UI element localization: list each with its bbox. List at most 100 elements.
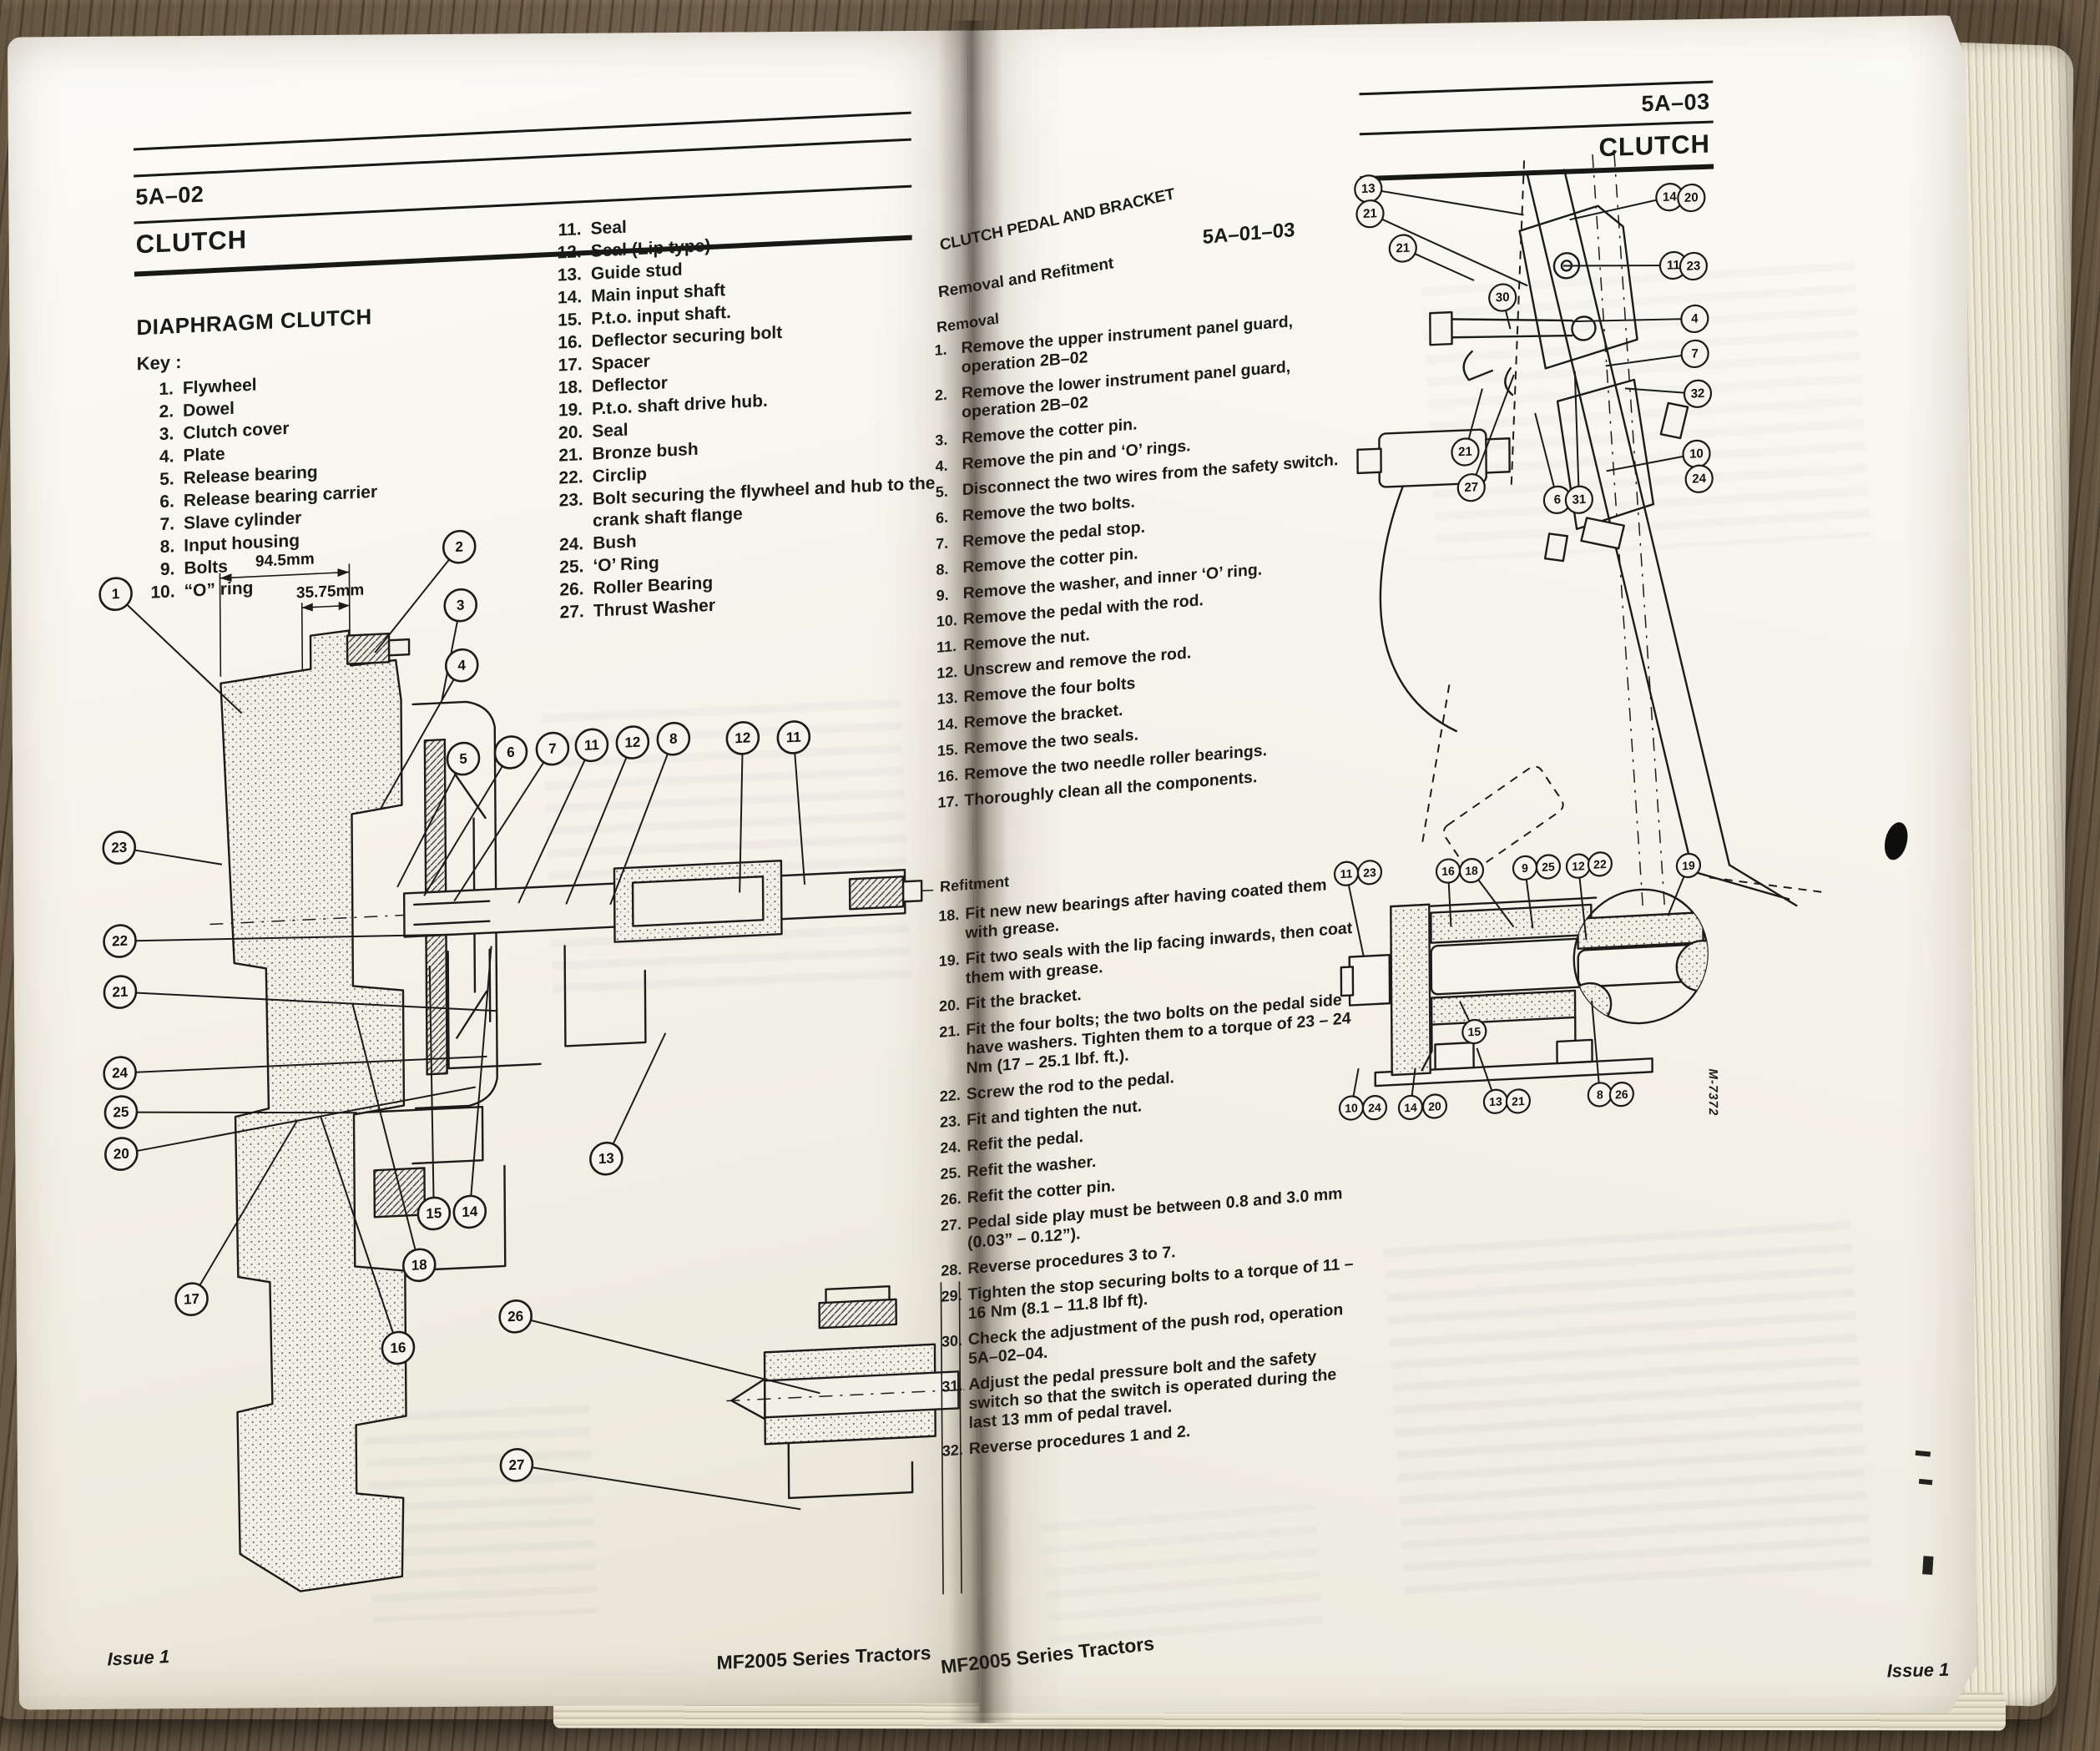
callout-8: 8: [1587, 1082, 1613, 1108]
svg-text:10: 10: [1345, 1101, 1358, 1115]
callout-21: 21: [1388, 234, 1417, 263]
svg-text:25: 25: [1542, 860, 1555, 874]
callout-4: 4: [444, 648, 479, 683]
svg-text:6: 6: [507, 744, 515, 760]
svg-text:31: 31: [1572, 492, 1586, 507]
svg-text:30: 30: [1496, 290, 1510, 305]
dimension-label: 35.75mm: [296, 582, 364, 603]
svg-text:19: 19: [1682, 859, 1695, 873]
item-number: 16.: [558, 332, 583, 353]
svg-text:26: 26: [507, 1308, 523, 1325]
callout-23: 23: [1356, 860, 1383, 886]
svg-text:17: 17: [184, 1291, 199, 1308]
callout-12: 12: [1565, 853, 1592, 879]
svg-text:21: 21: [112, 984, 128, 1001]
callout-16: 16: [1435, 858, 1461, 884]
left-page-content: 5A–02 CLUTCH DIAPHRAGM CLUTCH Key : 1.Fl…: [8, 0, 979, 1700]
callout-6: 6: [493, 735, 528, 770]
svg-text:12: 12: [1572, 859, 1585, 873]
callout-21: 21: [1451, 437, 1480, 467]
callout-23: 23: [1678, 251, 1709, 281]
item-number: 11.: [558, 220, 582, 240]
figure-reference-code: M-7372: [1705, 1068, 1720, 1117]
callout-2: 2: [442, 529, 477, 564]
svg-text:22: 22: [112, 933, 128, 950]
callout-17: 17: [174, 1282, 209, 1316]
svg-text:12: 12: [734, 729, 750, 746]
item-number: 15.: [558, 310, 583, 331]
callout-11: 11: [1333, 860, 1360, 886]
callout-13: 13: [589, 1141, 623, 1176]
svg-text:27: 27: [1464, 480, 1478, 495]
callout-18: 18: [1458, 858, 1485, 884]
svg-text:20: 20: [1684, 190, 1699, 205]
svg-text:16: 16: [390, 1340, 406, 1356]
svg-text:15: 15: [1467, 1025, 1481, 1039]
item-number: 3.: [159, 424, 174, 445]
callout-21: 21: [1505, 1088, 1532, 1114]
dimension-label: 94.5mm: [255, 550, 315, 570]
callout-23: 23: [102, 830, 137, 865]
svg-text:13: 13: [1361, 181, 1376, 196]
svg-text:4: 4: [457, 657, 466, 673]
callout-24: 24: [1361, 1095, 1388, 1121]
item-number: 6.: [159, 492, 174, 512]
svg-text:13: 13: [1489, 1094, 1502, 1108]
callout-13: 13: [1354, 174, 1383, 204]
svg-text:6: 6: [1554, 492, 1561, 507]
callout-7: 7: [535, 731, 570, 766]
callout-11: 11: [1658, 250, 1689, 280]
callout-18: 18: [401, 1248, 437, 1283]
svg-text:18: 18: [1465, 864, 1478, 878]
callout-13: 13: [1482, 1088, 1509, 1114]
svg-text:11: 11: [1340, 866, 1353, 881]
svg-text:23: 23: [1687, 259, 1701, 274]
svg-text:14: 14: [1404, 1101, 1417, 1115]
callout-20: 20: [1421, 1093, 1448, 1119]
callout-32: 32: [1683, 379, 1713, 408]
item-number: 2.: [159, 401, 174, 422]
callout-30: 30: [1488, 283, 1517, 312]
callout-5: 5: [446, 741, 481, 776]
item-number: 17.: [558, 355, 583, 376]
item-number: 19.: [558, 400, 583, 421]
left-footer-issue: Issue 1: [107, 1646, 170, 1670]
svg-text:16: 16: [1441, 864, 1455, 878]
svg-text:7: 7: [548, 740, 557, 756]
callout-22: 22: [103, 924, 137, 958]
svg-text:22: 22: [1593, 857, 1607, 871]
item-number: 5.: [159, 469, 174, 490]
callout-11: 11: [574, 728, 609, 763]
callout-19: 19: [1675, 852, 1702, 879]
print-through-ghost: [1040, 1502, 1325, 1649]
callout-8: 8: [656, 721, 691, 756]
svg-text:8: 8: [669, 731, 678, 747]
svg-text:10: 10: [1689, 447, 1704, 462]
svg-text:14: 14: [1663, 189, 1677, 204]
callout-16: 16: [381, 1330, 416, 1365]
svg-text:11: 11: [1667, 258, 1680, 273]
svg-text:27: 27: [508, 1456, 524, 1473]
svg-text:25: 25: [113, 1104, 129, 1121]
callout-1: 1: [98, 577, 133, 611]
callout-3: 3: [443, 588, 478, 623]
item-number: 22.: [558, 467, 583, 488]
callout-25: 25: [1535, 854, 1562, 880]
svg-text:11: 11: [786, 729, 801, 746]
callout-15: 15: [1461, 1018, 1487, 1045]
svg-text:18: 18: [411, 1257, 427, 1274]
svg-text:15: 15: [426, 1205, 442, 1222]
book-gutter-shadow: [936, 20, 1015, 1723]
print-through-ghost: [1384, 1220, 1872, 1607]
callout-22: 22: [1587, 851, 1613, 877]
callout-26: 26: [1608, 1082, 1634, 1108]
item-number: 4.: [159, 447, 174, 467]
callout-21: 21: [103, 975, 138, 1009]
svg-text:3: 3: [457, 597, 465, 613]
item-number: 12.: [557, 242, 582, 263]
callout-14: 14: [1655, 183, 1684, 212]
